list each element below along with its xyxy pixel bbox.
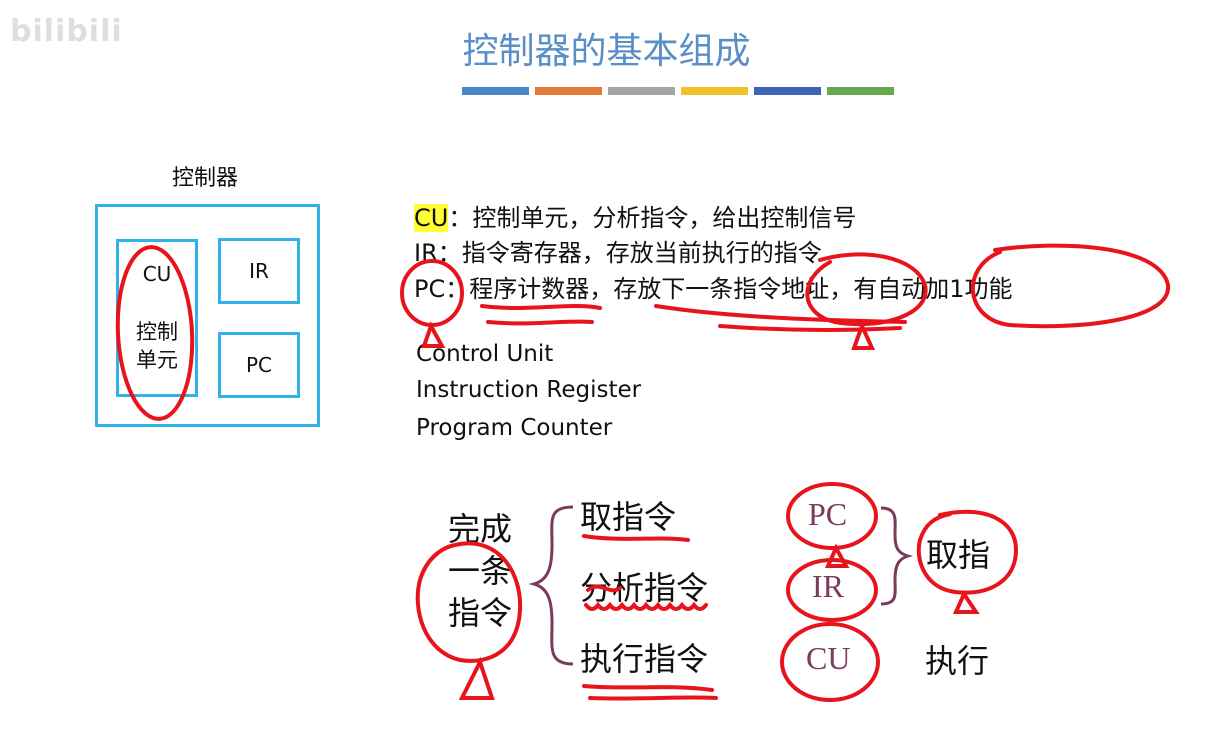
- complete-instruction-label: 完成 一条 指令: [440, 508, 520, 634]
- complete-line-2: 一条: [447, 552, 512, 590]
- step-analyze-instruction: 分析指令: [580, 569, 709, 607]
- term-cu: CU: [414, 204, 449, 232]
- stripe-blue: [462, 87, 529, 95]
- stripe-green: [827, 87, 894, 95]
- complete-line-3: 指令: [447, 594, 512, 632]
- left-brace: [528, 505, 574, 666]
- step-execute-instruction: 执行指令: [580, 640, 709, 678]
- cu-sub-line-1: 控制: [136, 320, 178, 344]
- complete-line-1: 完成: [447, 510, 512, 548]
- ink-underline-next-address: [654, 304, 907, 332]
- stripe-yellow: [681, 87, 748, 95]
- term-pc: PC: [414, 275, 446, 303]
- fetch-phase-label: 取指: [926, 536, 991, 574]
- cu-sub-line-2: 单元: [136, 348, 178, 372]
- ir-box: IR: [218, 238, 300, 304]
- cu-box-subtitle: 控制 单元: [136, 318, 178, 374]
- controller-label: 控制器: [171, 166, 238, 191]
- english-instruction-register: Instruction Register: [416, 377, 642, 403]
- pc-box-label: PC: [245, 353, 273, 377]
- english-program-counter: Program Counter: [416, 415, 613, 441]
- title-color-stripes: [462, 87, 894, 95]
- register-pc: PC: [808, 496, 848, 532]
- stripe-orange: [535, 87, 602, 95]
- ink-underline-execute: [582, 684, 718, 701]
- step-fetch-instruction: 取指令: [580, 498, 677, 536]
- definition-cu-text: ：控制单元，分析指令，给出控制信号: [448, 204, 857, 232]
- ink-pointer-reg-pc: [824, 543, 850, 568]
- register-cu: CU: [806, 640, 851, 676]
- cu-box-label: CU: [142, 262, 172, 286]
- ink-pointer-fetch-phase: [952, 589, 980, 614]
- term-ir: IR: [414, 239, 438, 267]
- ink-pointer-complete: [458, 656, 495, 700]
- stripe-darkblue: [754, 87, 821, 95]
- right-brace: [880, 506, 914, 606]
- definition-pc: PC：程序计数器，存放下一条指令地址，有自动加1功能: [414, 275, 1013, 303]
- ir-box-label: IR: [249, 259, 269, 283]
- ink-underline-program-counter: [480, 304, 602, 326]
- definition-ir: IR：指令寄存器，存放当前执行的指令: [414, 239, 822, 267]
- ink-pointer-address: [851, 320, 876, 350]
- slide-title: 控制器的基本组成: [462, 31, 751, 72]
- definition-ir-text: ：指令寄存器，存放当前执行的指令: [437, 239, 822, 267]
- register-ir: IR: [812, 568, 844, 604]
- bilibili-watermark: bilibili: [10, 14, 123, 49]
- cu-box: CU 控制 单元: [116, 239, 198, 397]
- english-control-unit: Control Unit: [416, 341, 554, 367]
- definition-cu: CU：控制单元，分析指令，给出控制信号: [414, 204, 856, 232]
- stripe-gray: [608, 87, 675, 95]
- controller-box: [95, 204, 320, 427]
- definition-pc-text: ：程序计数器，存放下一条指令地址，有自动加1功能: [445, 275, 1013, 303]
- execute-phase-label: 执行: [925, 642, 990, 680]
- pc-box: PC: [218, 332, 300, 398]
